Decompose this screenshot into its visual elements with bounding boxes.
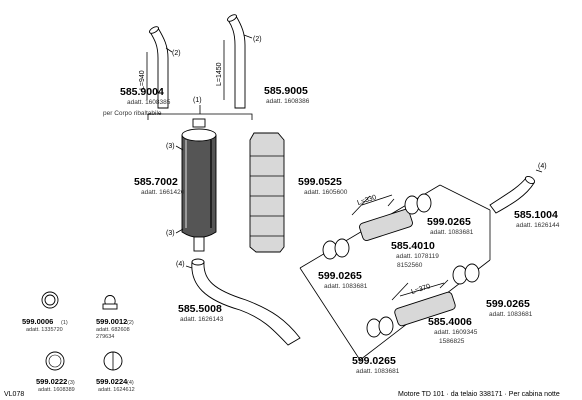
legend-qty-599-0006: (1) [61,320,68,326]
ref-585-4006: adatt. 1609345 [434,329,478,336]
code-585-4010: 585.4010 [391,240,435,252]
ref-599-0265-a: adatt. 1083681 [430,229,474,236]
ref-585-4010: adatt. 1078119 [396,253,439,260]
callout-585-1004: (4) [538,163,547,170]
legend-code-599-0222: 599.0222 [36,377,67,386]
callout-585-9005: (2) [253,36,262,43]
legend-qty-599-0012: (2) [127,320,134,326]
code-585-9005: 585.9005 [264,85,308,97]
code-585-1004: 585.1004 [514,209,558,221]
code-585-7002: 585.7002 [134,176,178,188]
legend-code-599-0006: 599.0006 [22,317,53,326]
callout-585-9004: (2) [172,50,181,57]
callout-585-7002-top: (3) [166,143,175,150]
code-599-0265-a: 599.0265 [427,216,471,228]
ref2-585-4006: 1586825 [439,338,465,345]
ref-599-0265-d: adatt. 1083681 [356,368,400,375]
legend-599-0012: 599.0012 (2) adatt. 682608 279634 [96,295,134,340]
ref-585-9005: adatt. 1608386 [266,98,310,105]
part-585-1004: (4) 585.1004 adatt. 1626144 [489,163,560,229]
callout-585-7002-bottom: (3) [166,230,175,237]
group-bracket-1: (1) [147,97,253,120]
legend-ref-599-0222: adatt. 1608389 [38,387,75,393]
ref-585-9004: adatt. 1608385 [127,99,171,106]
part-585-4006: L=370 585.4006 adatt. 1609345 1586825 [391,279,478,345]
legend-599-0006: 599.0006 (1) adatt. 1335720 [22,291,68,333]
legend-qty-599-0222: (3) [68,380,75,386]
ref-585-7002: adatt. 1661420 [141,189,185,196]
dim-585-4006: L=370 [410,283,431,296]
diagram-code: VL078 [4,391,24,398]
code-599-0265-b: 599.0265 [318,270,362,282]
legend-qty-599-0224: (4) [127,380,134,386]
dim-585-4010: L=330 [356,194,377,207]
callout-585-5008: (4) [176,261,185,268]
ref-599-0525: adatt. 1605600 [304,189,348,196]
part-599-0525: 599.0525 adatt. 1605600 [249,132,348,253]
clamp-599-0265-d: 599.0265 adatt. 1083681 [352,316,400,375]
code-585-4006: 585.4006 [428,316,472,328]
part-585-9005: L=1450 (2) 585.9005 adatt. 1608386 [216,14,310,109]
diagram-caption: Motore TD 101 · da telaio 338171 · Per c… [398,391,560,398]
ref-599-0265-c: adatt. 1083681 [489,311,533,318]
legend-599-0222: 599.0222 (3) adatt. 1608389 [36,351,75,393]
ref-585-1004: adatt. 1626144 [516,222,560,229]
part-585-5008: (4) 585.5008 adatt. 1626143 [176,258,301,346]
note-585-9004: per Corpo ribaltabile [103,110,162,117]
clamp-599-0265-a: 599.0265 adatt. 1083681 [404,193,474,236]
part-585-7002: (3) (3) 585.7002 adatt. 1661420 [134,118,217,252]
part-585-9004: L=940 (2) 585.9004 adatt. 1608385 per Co… [103,26,181,117]
legend-ref-599-0012: adatt. 682608 [96,327,130,333]
code-599-0525: 599.0525 [298,176,342,188]
code-585-9004: 585.9004 [120,86,164,98]
dim-585-9005: L=1450 [216,62,223,86]
dim-585-9004: L=940 [139,70,146,90]
ref-599-0265-b: adatt. 1083681 [324,283,368,290]
code-599-0265-d: 599.0265 [352,355,396,367]
code-599-0265-c: 599.0265 [486,298,530,310]
callout-group-1: (1) [193,97,202,104]
legend-599-0224: 599.0224 (4) adatt. 1624612 [96,351,135,393]
legend-code-599-0224: 599.0224 [96,377,128,386]
legend-ref-599-0006: adatt. 1335720 [26,327,63,333]
legend-ref-599-0224: adatt. 1624612 [98,387,135,393]
code-585-5008: 585.5008 [178,303,222,315]
clamp-599-0265-c: 599.0265 adatt. 1083681 [452,263,533,318]
ref-585-5008: adatt. 1626143 [180,316,224,323]
clamp-599-0265-b: 599.0265 adatt. 1083681 [318,238,368,290]
legend-code-599-0012: 599.0012 [96,317,127,326]
ref2-585-4010: 8152560 [397,262,423,269]
legend-ref2-599-0012: 279634 [96,334,114,340]
